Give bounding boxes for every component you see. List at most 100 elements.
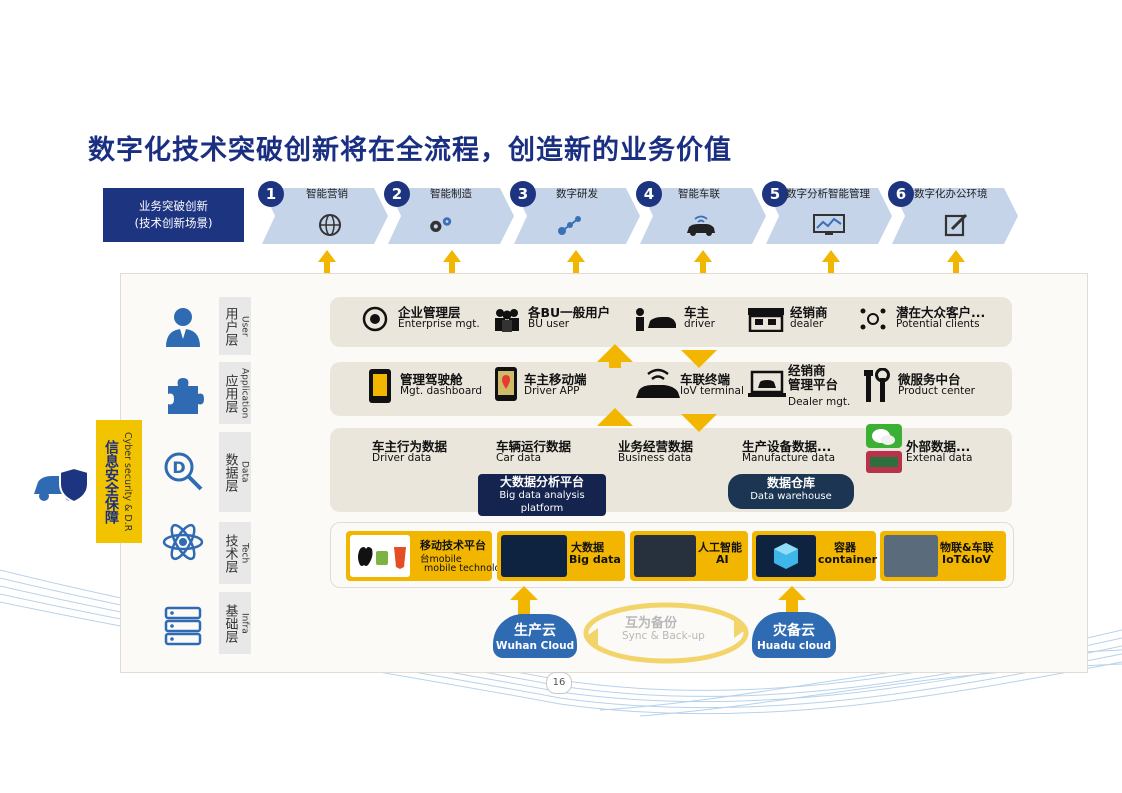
production-cloud-en: Wuhan Cloud [495,640,575,652]
page-number: 16 [546,672,572,694]
up-arrow-1 [318,250,336,262]
app-dashboard-en: Mgt. dashboard [400,385,483,397]
layer-zh-data: 数据层 [222,452,238,492]
tech-container-en: container [818,553,878,566]
production-cloud: 生产云 Wuhan Cloud [493,614,577,658]
user-bu-en: BU user [528,318,570,330]
tech-iot-zh: 物联&车联 [940,541,994,554]
data-search-icon: D [164,452,203,491]
tech-container: 容器 container [752,531,878,581]
infra-up-arrow-left [510,586,538,616]
scenario-label-2: 智能制造 [430,188,472,200]
layer-en-application: Application [239,367,250,419]
security-bar: 信息安全保障 Cyber security & D.R [96,420,142,543]
tech-iot: 物联&车联 IoT&IoV [880,531,1006,581]
layer-en-user: User [239,315,250,337]
scenario-number-1: 1 [258,181,284,207]
scenario-number-5: 5 [762,181,788,207]
backup-cloud-zh: 灾备云 [773,623,815,639]
layer-en-data: Data [239,461,250,483]
data-car-zh: 车辆运行数据 [496,439,572,454]
backup-cloud: 灾备云 Huadu cloud [752,612,836,658]
data-business-en: Business data [618,452,692,464]
car-shield-icon [34,466,89,504]
tech-mobile-en: mobile technology [424,563,512,574]
backup-cloud-en: Huadu cloud [756,640,832,652]
server-icon [164,606,202,646]
tech-big-data: 大数据 Big data [497,531,625,581]
data-warehouse-zh: 数据仓库 [766,476,815,490]
scenario-number-3: 3 [510,181,536,207]
scenario-number-2: 2 [384,181,410,207]
puzzle-icon [168,378,204,414]
flow-arrow-up-1 [597,344,633,362]
edit-doc-icon [944,213,968,237]
app-dashboard-zh: 管理驾驶舱 [400,372,463,387]
container-cube-icon [756,535,816,577]
user-potential-en: Potential clients [896,318,980,330]
up-arrow-2 [443,250,461,262]
scenario-label-4: 智能车联 [678,188,720,200]
up-arrow-stem-6 [953,262,959,276]
molecule-icon [558,216,581,235]
wechat-icon [866,424,902,473]
up-arrow-5 [822,250,840,262]
tools-icon [864,368,890,402]
tech-mobile-zh: 移动技术平台 [420,539,486,552]
sync-zh: 互为备份 [625,616,678,631]
atom-icon [162,523,204,561]
flow-arrow-up-2 [597,408,633,426]
store-icon [748,308,784,332]
app-iov-en: IoV terminal [680,385,744,397]
scenario-label-6: 数字化办公环境 [914,188,988,200]
up-arrow-stem-3 [573,262,579,276]
scenario-label-1: 智能营销 [306,188,348,200]
user-icon [166,308,200,347]
tech-mobile-zh2: 台mobile [420,554,462,565]
up-arrow-stem-5 [828,262,834,276]
app-dealer-en: Dealer mgt. [788,396,851,408]
up-arrow-stem-2 [449,262,455,276]
up-arrow-stem-1 [324,262,330,276]
layer-zh-tech: 技术层 [222,533,238,573]
user-bu-zh: 各BU一般用户 [528,305,611,320]
data-business-zh: 业务经营数据 [618,439,694,454]
connected-car-icon [687,215,715,236]
monitor-chart-icon [813,214,845,235]
big-data-platform-en: Big data analysis platform [499,490,585,514]
sync-en: Sync & Back-up [622,630,705,642]
wifi-car-icon [636,368,680,398]
layer-zh-user: 用户层 [222,306,238,346]
data-warehouse-en: Data warehouse [750,491,832,502]
laptop-car-icon [748,370,786,397]
tech-mobile: 移动技术平台 台mobile mobile technology [346,531,512,581]
up-arrow-4 [694,250,712,262]
data-driver-zh: 车主行为数据 [372,439,448,454]
network-people-icon [860,308,886,330]
big-data-image [501,535,567,577]
layer-en-tech: Tech [239,542,250,564]
scenario-number-6: 6 [888,181,914,207]
driver-car-icon [636,308,676,331]
up-arrow-6 [947,250,965,262]
flow-arrow-down-1 [681,350,717,368]
user-dealer-zh: 经销商 [790,305,828,320]
dashboard-phone-icon [369,369,391,403]
business-box-line1: 业务突破创新 [139,199,208,213]
big-data-platform-zh: 大数据分析平台 [499,475,584,489]
data-external-zh: 外部数据... [906,439,971,454]
app-dealer-zh: 经销商 管理平台 [788,363,839,392]
data-manufacture-en: Manufacture data [742,452,836,464]
tech-iot-en: IoT&IoV [942,553,991,566]
user-potential-zh: 潜在大众客户... [896,305,986,320]
app-driver-zh: 车主移动端 [524,372,587,387]
tech-big-data-zh: 大数据 [571,541,604,554]
scenario-label-3: 数字研发 [556,188,598,200]
tech-ai-zh: 人工智能 [698,541,742,554]
target-people-icon [362,306,388,332]
tech-big-data-en: Big data [569,553,621,566]
production-cloud-zh: 生产云 [514,623,556,639]
